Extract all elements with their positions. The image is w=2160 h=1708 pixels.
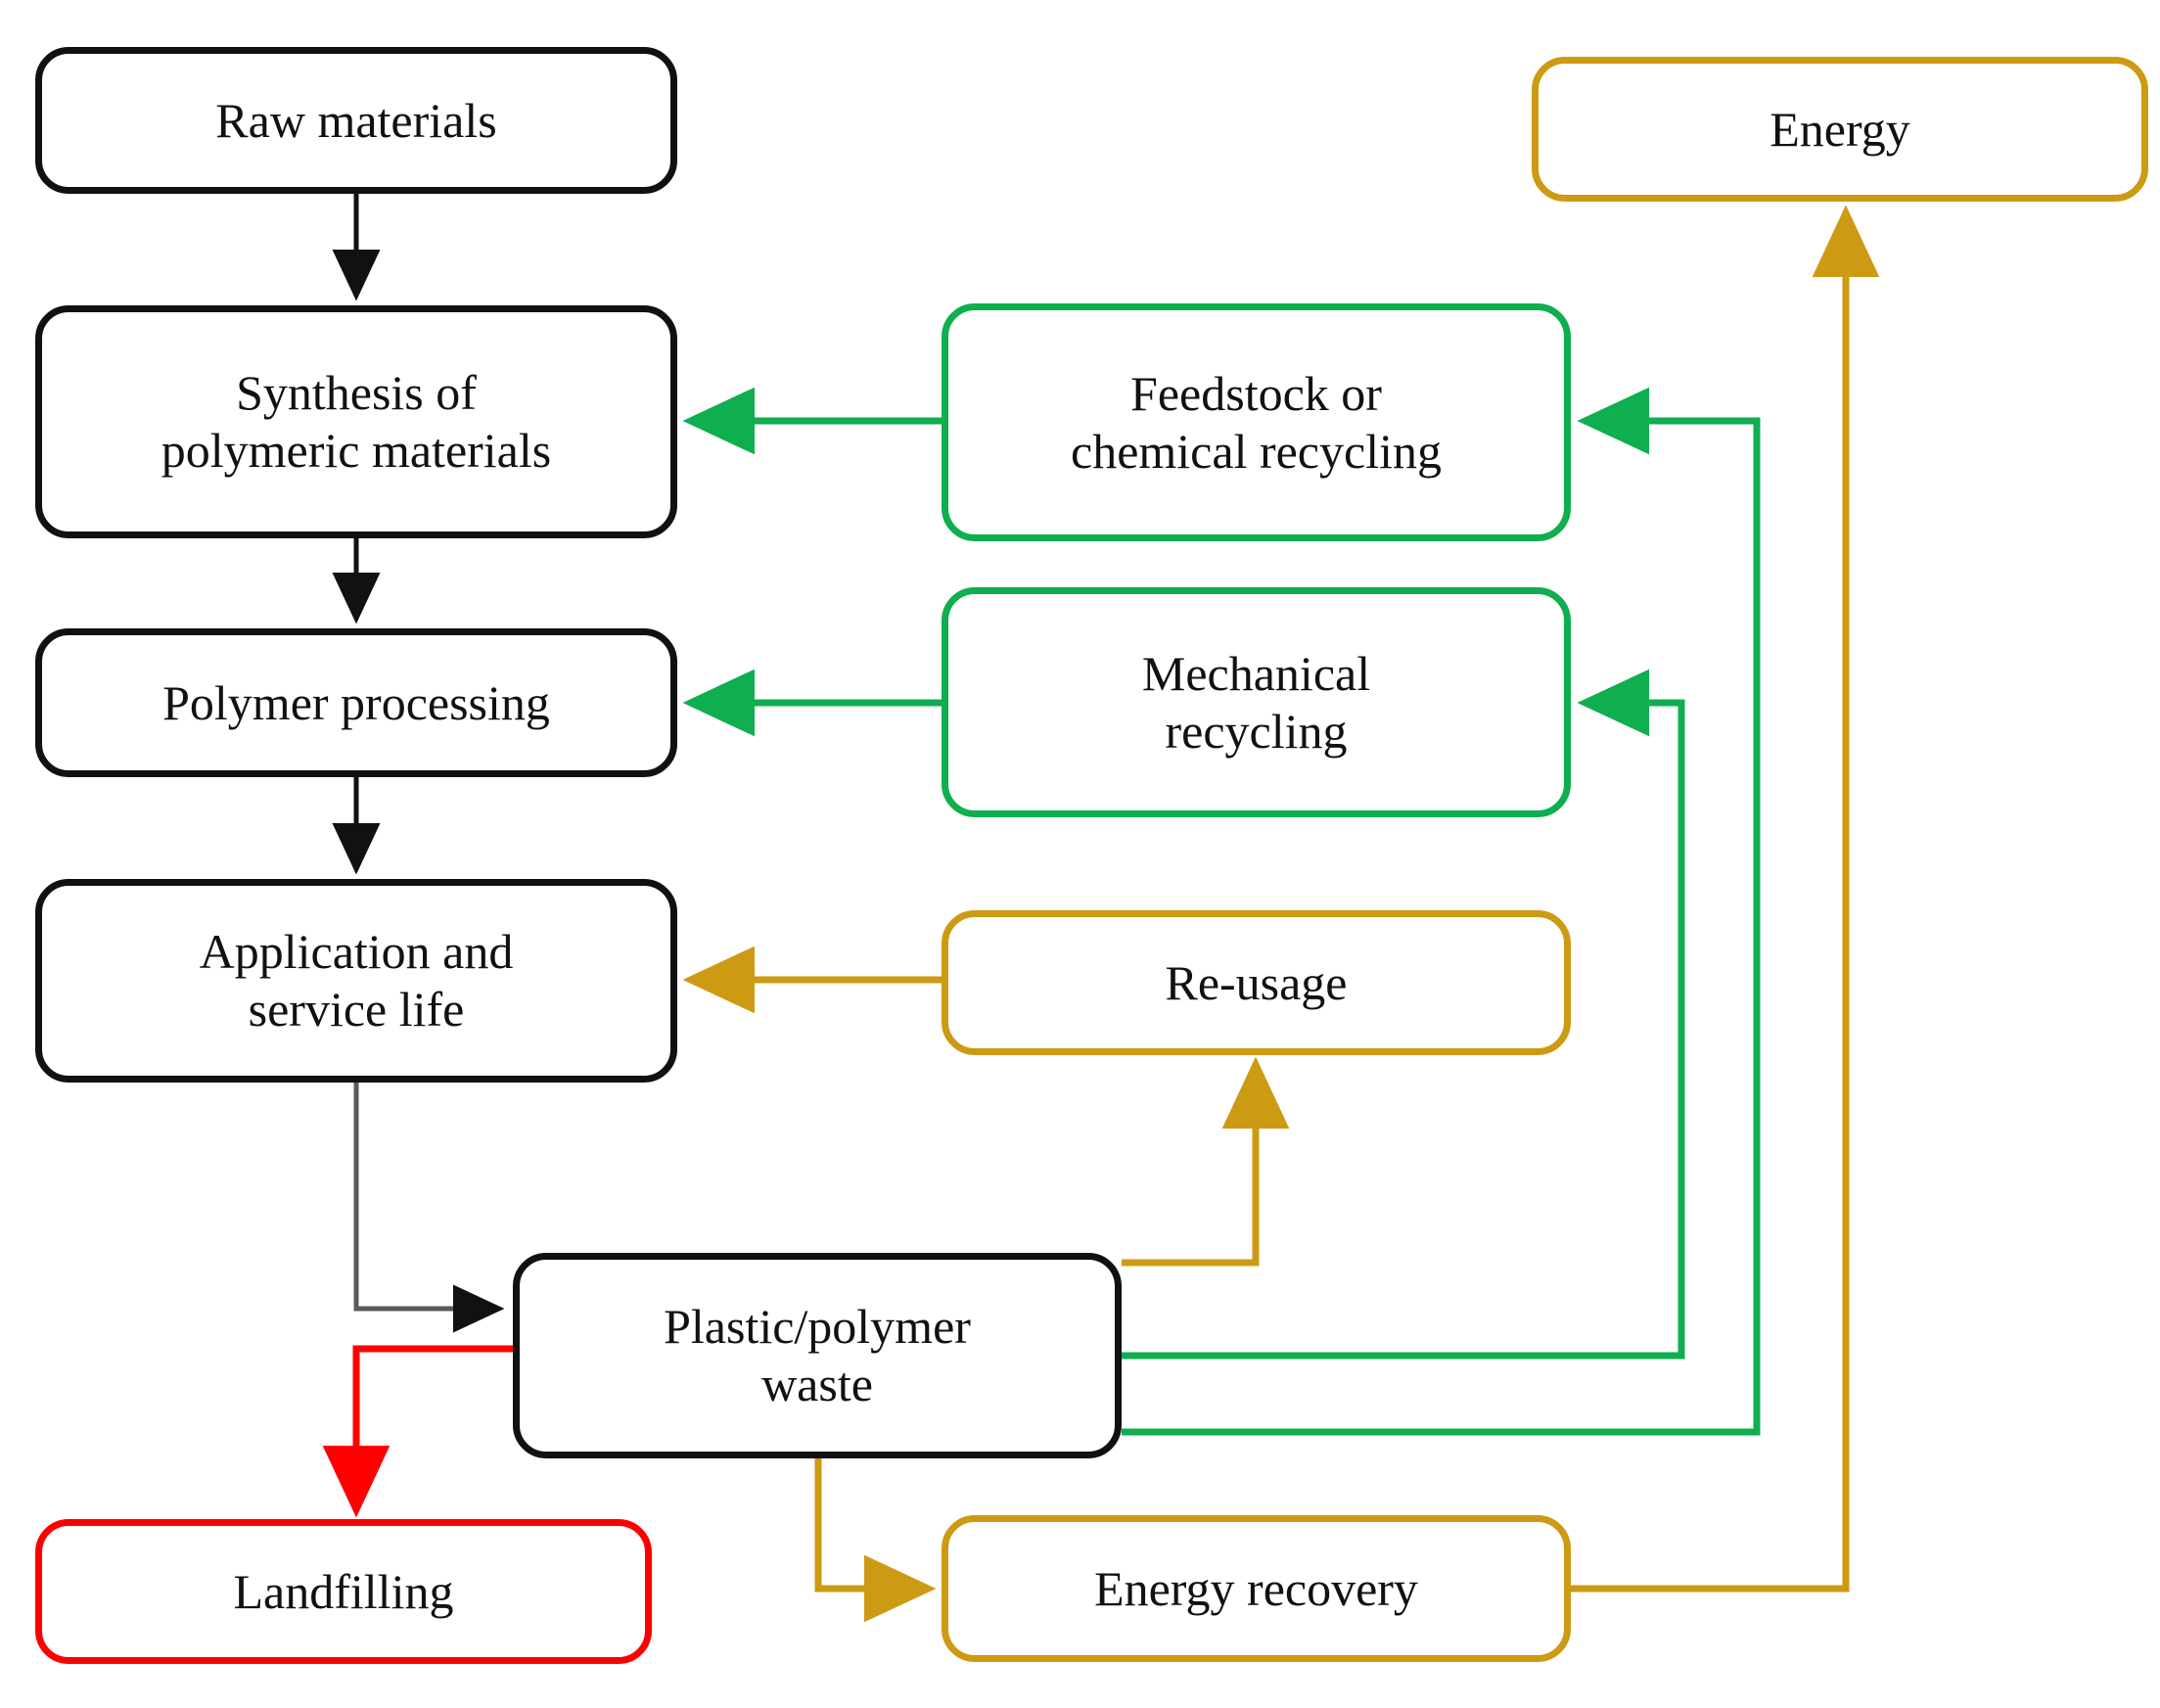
node-label-landfilling: Landfilling <box>233 1563 454 1619</box>
node-label-feedstock-or-chemical-recycling: Feedstock or chemical recycling <box>1071 365 1442 479</box>
edge-energy-recovery-to-energy <box>1571 205 1880 1593</box>
node-label-raw-materials: Raw materials <box>215 92 497 148</box>
node-label-energy: Energy <box>1769 101 1910 157</box>
node-label-plastic-polymer-waste: Plastic/polymer waste <box>664 1299 971 1411</box>
node-label-synthesis: Synthesis of polymeric materials <box>161 365 552 478</box>
node-label-mechanical-recycling: Mechanical recycling <box>1141 645 1371 759</box>
edge-application-to-waste <box>353 1083 505 1333</box>
node-label-energy-recovery: Energy recovery <box>1094 1560 1418 1616</box>
edge-waste-to-reusage <box>1122 1056 1290 1267</box>
node-energy-recovery[interactable]: Energy recovery <box>942 1515 1571 1662</box>
edge-waste-to-energy-recovery <box>814 1458 937 1623</box>
node-plastic-polymer-waste[interactable]: Plastic/polymer waste <box>513 1253 1122 1458</box>
node-re-usage[interactable]: Re-usage <box>942 910 1571 1055</box>
edge-waste-to-landfilling <box>322 1345 513 1518</box>
node-synthesis[interactable]: Synthesis of polymeric materials <box>35 305 677 538</box>
node-raw-materials[interactable]: Raw materials <box>35 47 677 194</box>
node-application-and-service-life[interactable]: Application and service life <box>35 879 677 1083</box>
node-label-re-usage: Re-usage <box>1165 954 1348 1010</box>
node-label-polymer-processing: Polymer processing <box>162 674 550 730</box>
node-label-application-and-service-life: Application and service life <box>199 924 514 1037</box>
node-mechanical-recycling[interactable]: Mechanical recycling <box>942 587 1571 817</box>
node-polymer-processing[interactable]: Polymer processing <box>35 628 677 777</box>
node-landfilling[interactable]: Landfilling <box>35 1519 652 1664</box>
node-energy[interactable]: Energy <box>1532 57 2148 202</box>
node-feedstock-or-chemical-recycling[interactable]: Feedstock or chemical recycling <box>942 303 1571 541</box>
